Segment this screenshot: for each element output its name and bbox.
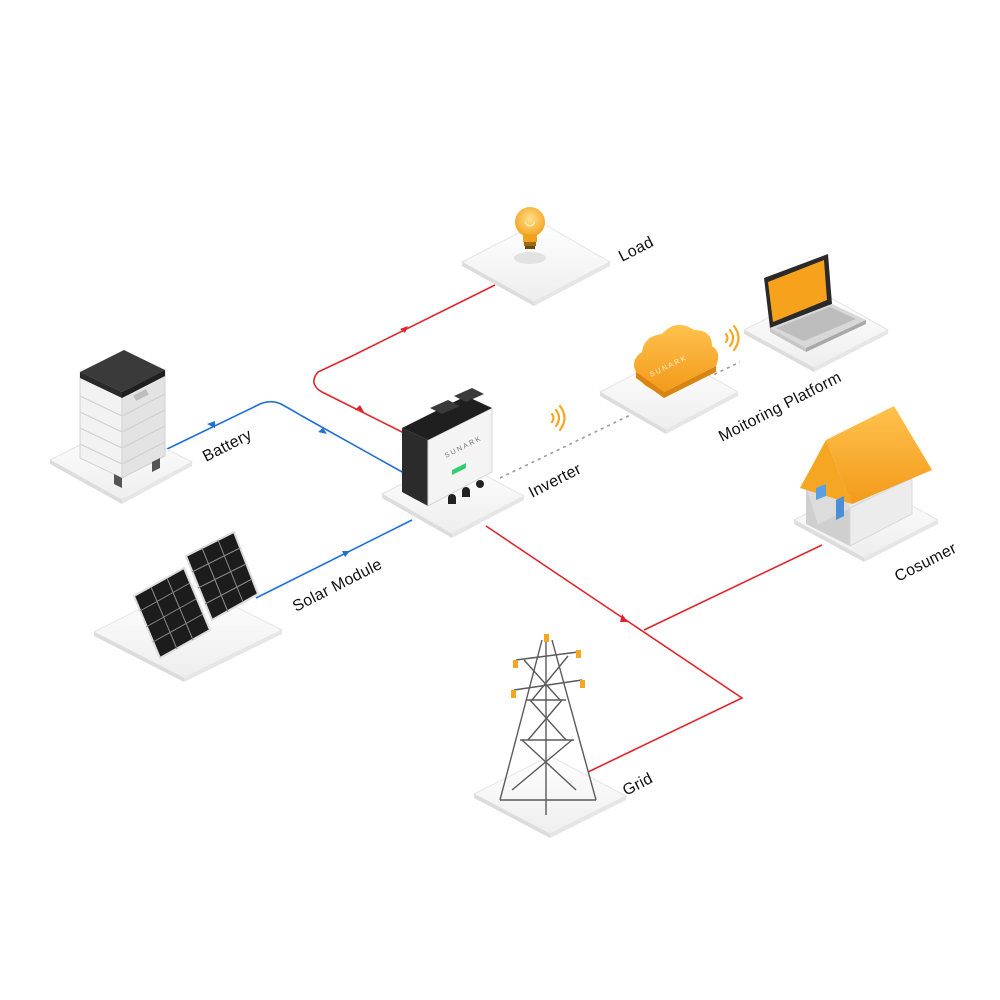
light-bulb-icon bbox=[515, 207, 545, 249]
inverter-solar-line bbox=[255, 519, 413, 599]
wifi-signal-icon bbox=[550, 404, 566, 432]
consumer-label: Cosumer bbox=[892, 540, 960, 586]
data-link-line bbox=[499, 361, 741, 479]
battery-label: Battery bbox=[200, 426, 255, 465]
laptop-icon bbox=[764, 254, 866, 352]
flow-arrow bbox=[318, 428, 327, 434]
solar-panel-icon bbox=[132, 530, 260, 660]
cloud-icon: SUNARK bbox=[634, 324, 719, 398]
monitoring-node: SUNARK Moitoring Platform bbox=[598, 254, 890, 446]
connections bbox=[164, 284, 823, 773]
solar-label: Solar Module bbox=[290, 556, 385, 616]
inverter-label: Inverter bbox=[526, 461, 585, 502]
consumer-node: Cosumer bbox=[792, 406, 960, 586]
consumer-line bbox=[643, 544, 823, 631]
grid-tile bbox=[472, 755, 628, 835]
load-label: Load bbox=[616, 234, 657, 266]
grid-node: Grid bbox=[472, 634, 656, 838]
grid-label: Grid bbox=[620, 770, 656, 799]
inverter-load-line bbox=[313, 284, 496, 441]
solar-node: Solar Module bbox=[92, 530, 385, 682]
inverter-grid-line bbox=[485, 525, 744, 773]
inverter-icon: SUNARK bbox=[402, 388, 493, 507]
flow-arrow bbox=[355, 405, 364, 412]
flow-arrow bbox=[620, 614, 628, 622]
transmission-tower-icon bbox=[499, 639, 597, 815]
insulator-icons bbox=[511, 634, 585, 698]
flow-arrow bbox=[342, 551, 350, 557]
inverter-battery-line bbox=[164, 400, 421, 483]
house-icon bbox=[800, 406, 932, 547]
battery-node: Battery bbox=[48, 350, 255, 504]
wifi-signal-icon bbox=[724, 324, 740, 352]
load-node: Load bbox=[460, 207, 657, 306]
monitoring-label: Moitoring Platform bbox=[716, 369, 844, 446]
inverter-node: SUNARK Inverter bbox=[380, 388, 585, 538]
flow-arrow bbox=[400, 326, 408, 333]
battery-icon bbox=[79, 350, 166, 488]
flow-arrow bbox=[207, 421, 215, 428]
